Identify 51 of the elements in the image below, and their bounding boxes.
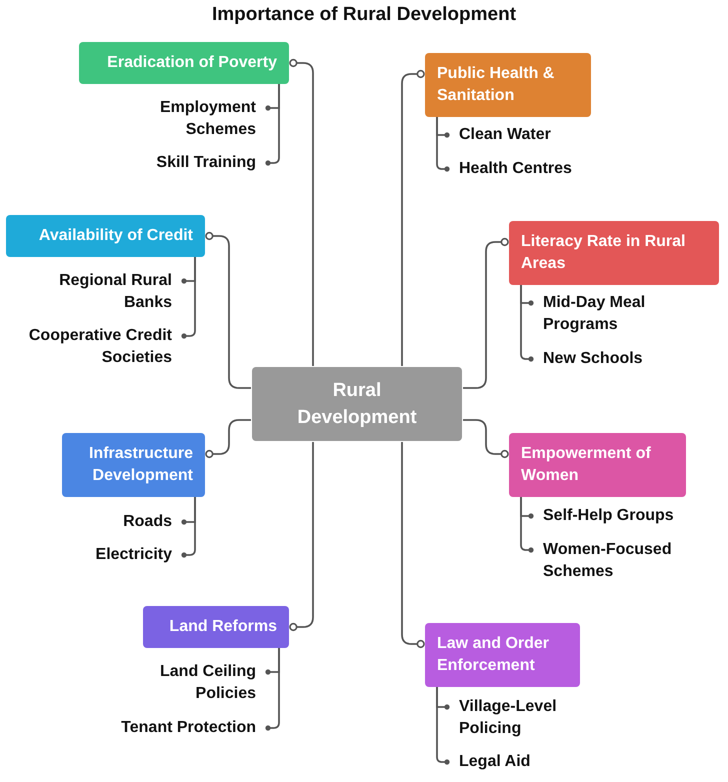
central-topic-box [252, 367, 462, 441]
connector-line [401, 70, 425, 366]
connector-line [265, 84, 280, 166]
connector-line [205, 419, 251, 458]
topic-label: Availability of Credit [38, 227, 193, 244]
subtopic-label: Land Ceiling Policies [160, 663, 256, 702]
connector-line [401, 442, 425, 648]
subtopic-label: Legal Aid [459, 753, 530, 770]
subtopic-label: Cooperative Credit Societies [28, 327, 172, 366]
connector-line [463, 238, 509, 389]
subtopic-label: Skill Training [156, 154, 256, 171]
topic-label: Empowerment of Women [521, 445, 651, 484]
topic-label: Infrastructure Development [88, 445, 193, 484]
connector-line [289, 58, 314, 366]
subtopic-label: Mid-Day Meal Programs [543, 294, 646, 333]
central-topic-label: Rural Development [297, 380, 417, 428]
topic-box [425, 623, 580, 687]
connector-line [181, 257, 196, 339]
subtopic-label: Regional Rural Banks [59, 272, 172, 311]
subtopic-label: Self-Help Groups [543, 507, 674, 524]
topic-label: Eradication of Poverty [107, 54, 277, 71]
subtopic-label: Health Centres [459, 160, 572, 177]
subtopic-label: Women-Focused Schemes [543, 541, 672, 580]
connector-line [181, 497, 196, 558]
diagram-title: Importance of Rural Development [212, 4, 516, 25]
connector-line [436, 687, 450, 765]
connector-line [463, 419, 509, 458]
topic-box [62, 433, 205, 497]
topic-box [509, 221, 719, 285]
subtopic-label: New Schools [543, 350, 643, 367]
connector-line [289, 442, 314, 632]
subtopic-label: Clean Water [459, 126, 551, 143]
topic-label: Literacy Rate in Rural Areas [521, 233, 686, 272]
subtopic-label: Electricity [96, 546, 172, 563]
topic-label: Law and Order Enforcement [437, 635, 550, 674]
connector-line [520, 497, 534, 553]
topic-box [509, 433, 686, 497]
subtopic-label: Employment Schemes [160, 99, 256, 138]
connector-line [520, 285, 534, 362]
connector-line [265, 648, 280, 731]
connector-line [436, 117, 450, 172]
topic-box [79, 42, 289, 84]
subtopic-label: Village-Level Policing [459, 698, 557, 737]
subtopic-label: Tenant Protection [121, 719, 256, 736]
topic-label: Land Reforms [169, 618, 277, 635]
topic-box [143, 606, 289, 648]
topic-box [425, 53, 591, 117]
topic-box [6, 215, 205, 257]
topic-label: Public Health & Sanitation [437, 65, 554, 104]
connector-line [205, 232, 251, 389]
subtopic-label: Roads [123, 513, 172, 530]
